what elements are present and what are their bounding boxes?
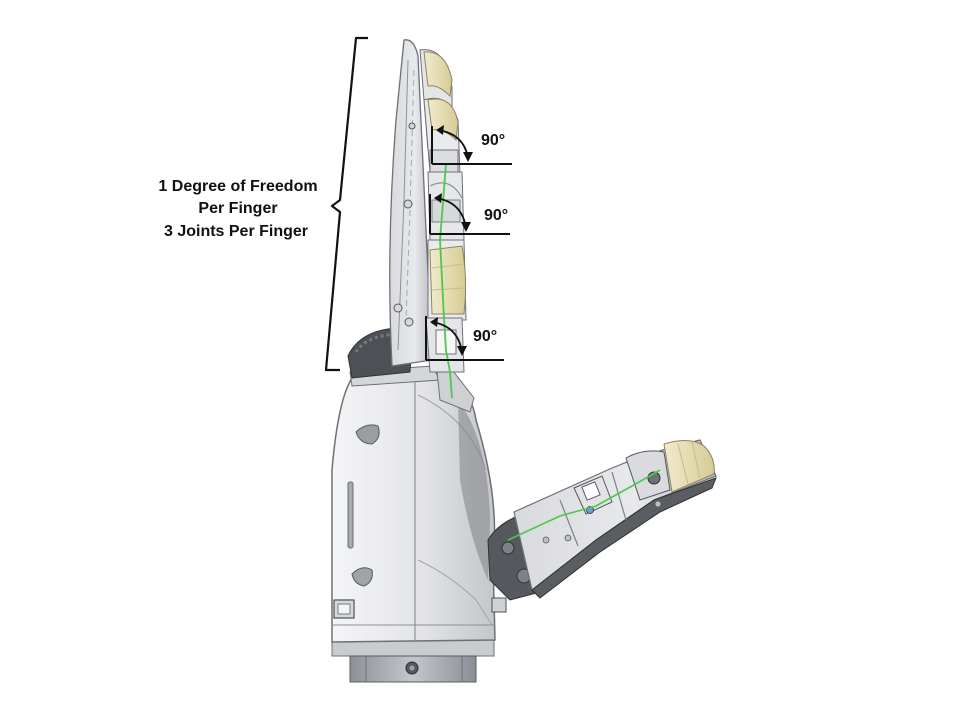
side-finger (487, 439, 717, 613)
palm-vent-top (355, 424, 380, 445)
angle-label-distal: 90° (481, 132, 506, 149)
side-fingertip-pad (663, 440, 715, 493)
angle-label-middle: 90° (484, 207, 509, 224)
per-finger-label: Per Finger (198, 200, 278, 217)
fingertip-pad-proximal (429, 245, 467, 315)
wrist-base (331, 639, 495, 683)
angle-indicator-proximal (425, 316, 504, 361)
palm-vent-bottom (351, 567, 373, 587)
fingertip-pad-distal (423, 51, 453, 98)
angle-indicator-distal (431, 125, 512, 165)
angle-label-proximal: 90° (473, 328, 498, 345)
tendon-line (439, 163, 453, 399)
dof-bracket (324, 36, 368, 372)
upright-finger (389, 39, 467, 399)
joints-label: 3 Joints Per Finger (163, 223, 309, 240)
angle-indicator-middle (429, 193, 510, 235)
palm-slot (347, 481, 354, 549)
palm-body (331, 327, 496, 643)
dof-label: 1 Degree of Freedom (158, 178, 318, 195)
